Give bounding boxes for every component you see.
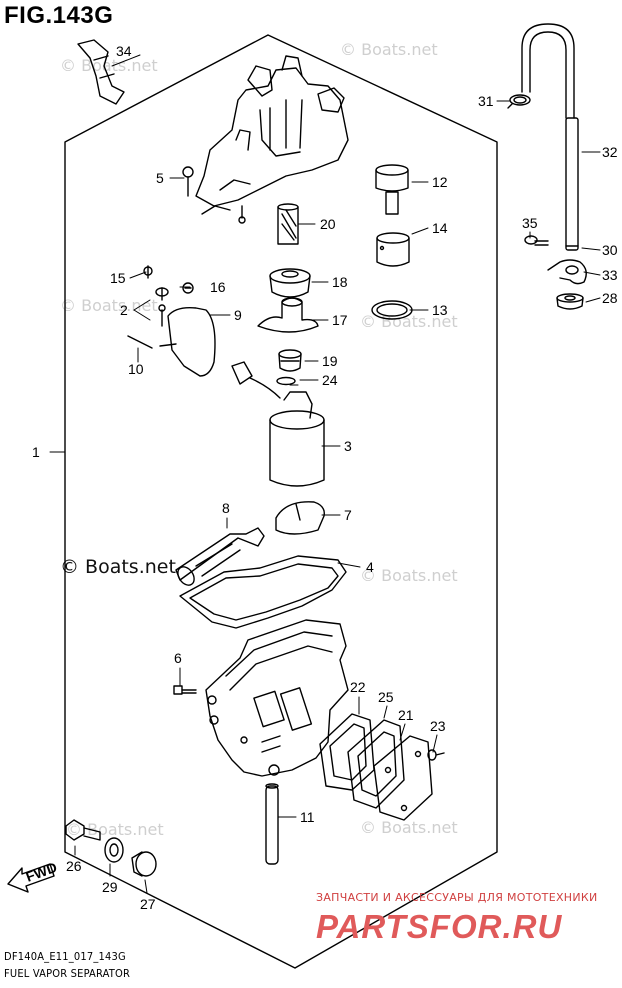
watermark: © Boats.net: [340, 40, 438, 59]
callout-14: 14: [432, 220, 448, 236]
callout-26: 26: [66, 858, 82, 874]
callout-5: 5: [156, 170, 164, 186]
part-35-bolt: [524, 235, 549, 246]
callout-10: 10: [128, 361, 144, 377]
callout-20: 20: [320, 216, 336, 232]
watermark: © Boats.net: [60, 56, 158, 75]
part-31-clamp: [507, 94, 531, 109]
callout-15: 15: [110, 270, 126, 286]
part-15-bolt: [143, 265, 153, 279]
part-23-screw: [427, 749, 445, 761]
callout-12: 12: [432, 174, 448, 190]
callout-9: 9: [234, 307, 242, 323]
assembly-outline: [64, 34, 498, 969]
part-16-screw: [182, 282, 194, 294]
part-2-screws: [155, 287, 169, 327]
brand-logo: PARTSFOR.RU: [316, 908, 563, 945]
callout-25: 25: [378, 689, 394, 705]
part-12-valve: [375, 164, 409, 215]
watermark: © Boats.net: [60, 556, 176, 578]
part-17-regulator: [257, 297, 319, 333]
part-3-fuel-pump: [231, 361, 325, 487]
part-6-bolt: [173, 685, 197, 695]
callout-2: 2: [120, 302, 128, 318]
watermark: © Boats.net: [360, 818, 458, 837]
callout-8: 8: [222, 500, 230, 516]
part-18-seat: [269, 268, 311, 298]
part-27-grommet: [131, 851, 157, 877]
callout-27: 27: [140, 896, 156, 912]
callout-3: 3: [344, 438, 352, 454]
part-24-oring: [276, 376, 296, 386]
watermark: © Boats.net: [66, 820, 164, 839]
part-4-gasket: [179, 555, 347, 629]
part-28-grommet: [556, 293, 584, 310]
callout-labels: 1 2 3 4 5 6 7 8 9 10 11 12 13 14 15 16 1…: [32, 43, 618, 912]
callout-29: 29: [102, 879, 118, 895]
part-22-gasket: [319, 713, 375, 791]
callout-22: 22: [350, 679, 366, 695]
callout-16: 16: [210, 279, 226, 295]
top-cover-assembly: [195, 55, 349, 224]
part-32-hose: [521, 23, 579, 251]
part-5-screw: [182, 166, 194, 197]
callout-34: 34: [116, 43, 132, 59]
callout-7: 7: [344, 507, 352, 523]
callout-18: 18: [332, 274, 348, 290]
callout-1: 1: [32, 444, 40, 460]
part-34-clamp: [77, 39, 125, 105]
part-19-seal: [278, 349, 302, 372]
callout-32: 32: [602, 144, 618, 160]
callout-6: 6: [174, 650, 182, 666]
leader-lines: [49, 54, 601, 894]
part-13-oring: [371, 300, 413, 320]
part-29-washer: [104, 837, 124, 863]
part-11-pipe: [265, 783, 279, 865]
callout-30: 30: [602, 242, 618, 258]
part-20-filter: [277, 203, 299, 245]
callout-28: 28: [602, 290, 618, 306]
part-25-plate: [347, 719, 405, 809]
callout-33: 33: [602, 267, 618, 283]
callout-35: 35: [522, 215, 538, 231]
part-21-cover: [373, 735, 433, 821]
section-name: FUEL VAPOR SEPARATOR: [4, 967, 131, 980]
callout-17: 17: [332, 312, 348, 328]
callout-24: 24: [322, 372, 338, 388]
part-33-clamp: [547, 259, 587, 285]
part-9-cover: [159, 306, 216, 377]
callout-23: 23: [430, 718, 446, 734]
part-26-bolt: [65, 819, 101, 841]
callout-19: 19: [322, 353, 338, 369]
callout-11: 11: [300, 809, 315, 825]
callout-4: 4: [366, 559, 374, 575]
part-7-holder: [275, 501, 325, 535]
part-10-pin: [127, 335, 153, 349]
part-1-body: [205, 619, 349, 777]
brand-tagline: ЗАПЧАСТИ И АКСЕССУАРЫ ДЛЯ МОТОТЕХНИКИ: [316, 891, 598, 904]
fwd-arrow-icon: [7, 863, 55, 893]
watermark: © Boats.net: [360, 566, 458, 585]
figure-title: FIG.143G: [4, 2, 114, 29]
callout-13: 13: [432, 302, 448, 318]
part-8-strainer: [175, 527, 265, 586]
model-code: DF140A_E11_017_143G: [4, 950, 126, 963]
watermark: © Boats.net: [360, 312, 458, 331]
callout-31: 31: [478, 93, 494, 109]
part-14-housing: [376, 232, 410, 267]
callout-21: 21: [398, 707, 414, 723]
watermark: © Boats.net: [60, 296, 158, 315]
